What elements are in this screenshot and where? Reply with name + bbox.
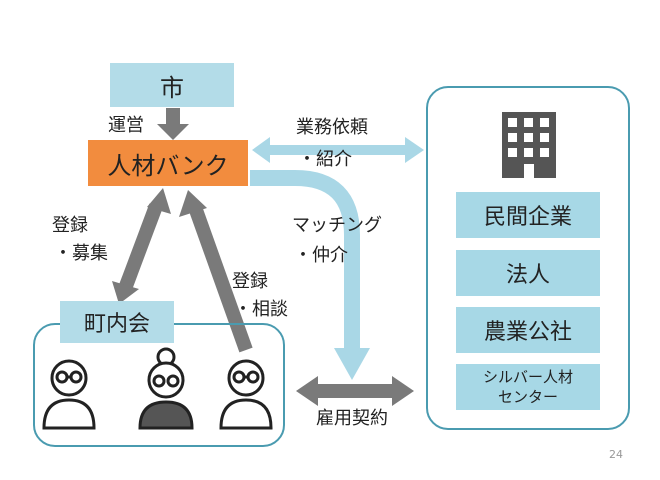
org-corporation: 法人	[456, 250, 600, 296]
city-label: 市	[160, 73, 184, 102]
label-matching-line2: ・仲介	[294, 245, 348, 266]
label-unei: 運営	[108, 115, 144, 136]
arrow-person-to-bank	[179, 190, 253, 353]
building-icon	[502, 112, 556, 178]
organizations-frame	[426, 86, 630, 430]
person-man-glasses-icon	[42, 359, 96, 430]
label-touroku-sodan-line2: ・相談	[234, 299, 288, 320]
arrow-bank-chonaikai	[112, 188, 171, 304]
chonaikai-box: 町内会	[60, 301, 174, 343]
arrow-city-to-bank	[157, 108, 189, 140]
arrow-koyou	[296, 376, 414, 406]
arrow-bank-companies	[252, 137, 424, 163]
city-box: 市	[110, 63, 234, 107]
person-woman-bun-icon	[138, 347, 194, 430]
label-touroku-boshu-line2: ・募集	[54, 243, 108, 264]
label-gyomu-line2: ・紹介	[298, 149, 352, 170]
label-koyou: 雇用契約	[316, 408, 388, 429]
label-matching-line1: マッチング	[292, 215, 382, 236]
person-man-glasses-icon-2	[219, 359, 273, 430]
page-number: 24	[609, 448, 623, 461]
label-touroku-sodan-line1: 登録	[232, 271, 268, 292]
jinzai-bank-label: 人材バンク	[107, 151, 229, 180]
chonaikai-label: 町内会	[83, 312, 150, 337]
org-silver-center: シルバー人材 センター	[456, 364, 600, 410]
jinzai-bank-box: 人材バンク	[88, 140, 248, 186]
label-touroku-boshu-line1: 登録	[52, 215, 88, 236]
arrow-matching	[250, 170, 370, 380]
org-agricultural-corp: 農業公社	[456, 307, 600, 353]
org-private-company: 民間企業	[456, 192, 600, 238]
label-gyomu-line1: 業務依頼	[296, 117, 368, 138]
